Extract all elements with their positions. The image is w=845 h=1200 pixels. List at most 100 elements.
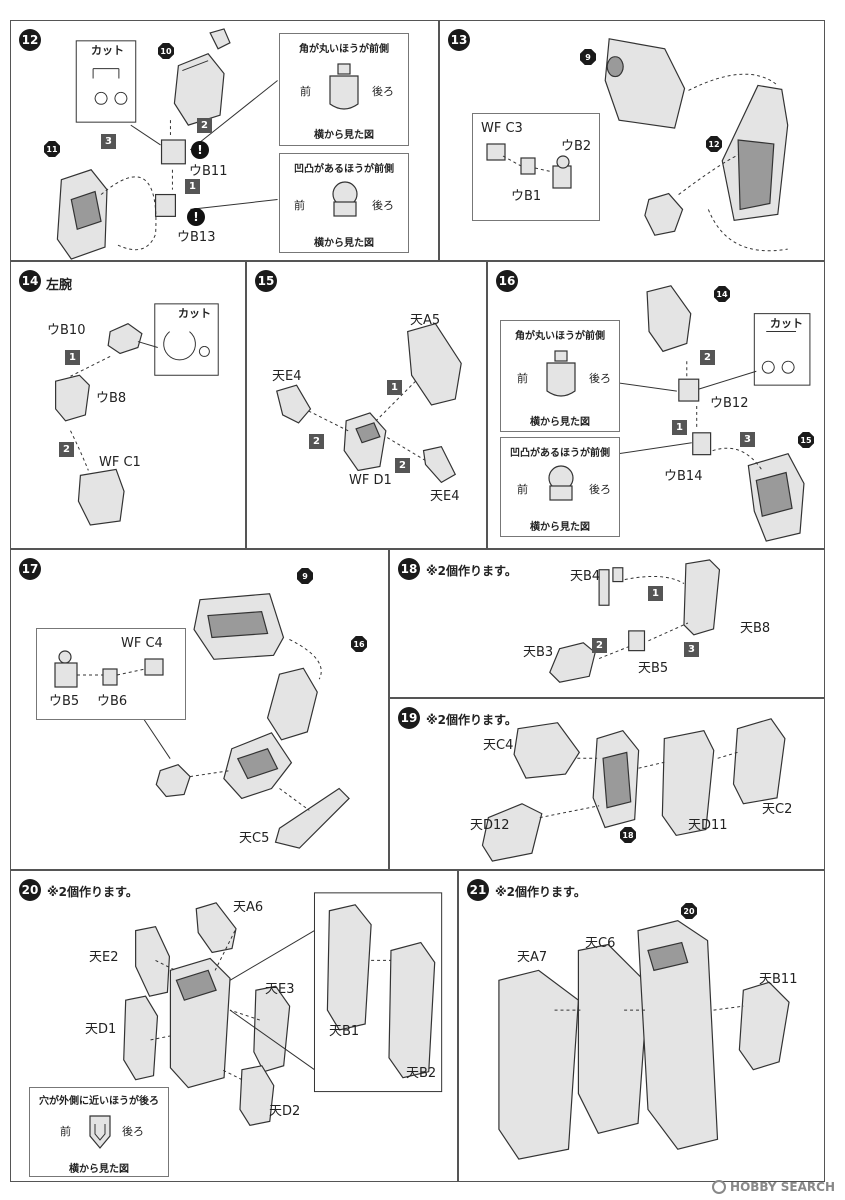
- part-label-ub14: ウB14: [664, 469, 703, 484]
- part-label-d2: 天D2: [269, 1104, 301, 1119]
- hobby-search-logo-icon: [712, 1180, 727, 1194]
- part-label-c5: 天C5: [239, 831, 270, 846]
- part-label-b11: 天B11: [759, 972, 798, 987]
- box-caption: 横から見た図: [69, 1164, 129, 1175]
- box-title: 凹凸があるほうが前側: [510, 448, 610, 459]
- part-label-wfd1: WF D1: [349, 473, 392, 488]
- part-label-d1: 天D1: [85, 1022, 117, 1037]
- part-label-e3: 天E3: [265, 982, 295, 997]
- part-ref-14: 14: [714, 286, 730, 302]
- side-view-icon: [332, 181, 358, 217]
- step-number: 12: [19, 29, 41, 51]
- front-label: 前: [300, 85, 311, 98]
- part-label-ub6: ウB6: [97, 694, 128, 709]
- sequence-3: 3: [684, 642, 699, 657]
- step-12-illustration: [56, 28, 278, 260]
- front-label: 前: [517, 483, 528, 496]
- sequence-2: 2: [700, 350, 715, 365]
- step-21-panel: 21 ※2個作ります。 20 天A7 天C6 天B11: [458, 870, 825, 1182]
- side-view-icon: [89, 1115, 111, 1149]
- orientation-box-bumps: 凹凸があるほうが前側 前 後ろ 横から見た図: [500, 437, 620, 537]
- part-ref-15: 15: [798, 432, 814, 448]
- joint-detail-box: WF C4 ウB5 ウB6: [36, 628, 186, 720]
- step-13-panel: 13 9 12 WF C3 ウB2 ウB1: [439, 20, 825, 261]
- quantity-note: ※2個作ります。: [426, 564, 517, 578]
- back-label: 後ろ: [372, 199, 394, 212]
- sequence-2: 2: [592, 638, 607, 653]
- box-caption: 横から見た図: [314, 238, 374, 249]
- part-label-a6: 天A6: [233, 900, 264, 915]
- step-number: 13: [448, 29, 470, 51]
- box-caption: 横から見た図: [530, 522, 590, 533]
- part-label-wfc4: WF C4: [121, 636, 163, 651]
- back-label: 後ろ: [589, 483, 611, 496]
- sequence-2: 2: [395, 458, 410, 473]
- part-label-wfc1: WF C1: [99, 455, 141, 470]
- part-label-b3: 天B3: [523, 645, 554, 660]
- part-label-ub12: ウB12: [710, 396, 749, 411]
- step-17-illustration: [139, 593, 350, 849]
- back-label: 後ろ: [372, 85, 394, 98]
- sequence-1: 1: [672, 420, 687, 435]
- sequence-2: 2: [197, 118, 212, 133]
- front-label: 前: [60, 1125, 71, 1138]
- front-label: 前: [517, 372, 528, 385]
- part-label-e4: 天E4: [272, 369, 302, 384]
- part-label-ub8: ウB8: [96, 391, 127, 406]
- step-19-illustration: [481, 718, 786, 862]
- part-ref-10: 10: [158, 43, 174, 59]
- part-label-a5: 天A5: [410, 313, 441, 328]
- part-label-wfc3: WF C3: [481, 121, 523, 136]
- part-label-ub13: ウB13: [177, 230, 216, 245]
- part-label-ub5: ウB5: [49, 694, 80, 709]
- warning-icon: !: [187, 208, 205, 226]
- step-number: 16: [496, 270, 518, 292]
- step-number: 15: [255, 270, 277, 292]
- part-label-b5: 天B5: [638, 661, 669, 676]
- step-18-illustration: [549, 559, 721, 683]
- part-ref-18: 18: [620, 827, 636, 843]
- part-label-a7: 天A7: [517, 950, 548, 965]
- step-number: 14: [19, 270, 41, 292]
- part-label-b2: 天B2: [406, 1066, 437, 1081]
- sequence-1: 1: [648, 586, 663, 601]
- part-label-c4: 天C4: [483, 738, 514, 753]
- orientation-box-hole: 穴が外側に近いほうが後ろ 前 後ろ 横から見た図: [29, 1087, 169, 1177]
- orientation-box-bumps: 凹凸があるほうが前側 前 後ろ 横から見た図: [279, 153, 409, 253]
- watermark-text: HOBBY SEARCH: [730, 1180, 835, 1194]
- box-title: 穴が外側に近いほうが後ろ: [39, 1096, 159, 1107]
- front-label: 前: [294, 199, 305, 212]
- step-19-panel: 19 ※2個作ります。 天C4 天D12 18 天D11 天C2: [389, 698, 825, 870]
- part-label-ub1: ウB1: [511, 189, 542, 204]
- sequence-3: 3: [740, 432, 755, 447]
- sequence-1: 1: [387, 380, 402, 395]
- step-18-panel: 18 ※2個作ります。 天B4 天B8 天B3 天B5 1 2 3: [389, 549, 825, 698]
- cut-label: カット: [178, 307, 211, 320]
- step-number: 20: [19, 879, 41, 901]
- step-20-illustration: [123, 892, 443, 1127]
- sequence-2: 2: [59, 442, 74, 457]
- part-label-ub10: ウB10: [47, 323, 86, 338]
- step-12-panel: 12 カット 10 11 2 1 3 ! ! ウB11 ウB13 角が丸いほうが…: [10, 20, 439, 261]
- joint-parts-icon: [54, 650, 164, 688]
- part-label-d12: 天D12: [470, 818, 510, 833]
- watermark: HOBBY SEARCH: [712, 1180, 835, 1194]
- sequence-1: 1: [65, 350, 80, 365]
- step-number: 19: [398, 707, 420, 729]
- joint-parts-icon: [486, 143, 572, 189]
- orientation-box-rounded: 角が丸いほうが前側 前 後ろ 横から見た図: [500, 320, 620, 432]
- box-title: 凹凸があるほうが前側: [294, 164, 394, 175]
- part-ref-9: 9: [297, 568, 313, 584]
- step-14-panel: 14 左腕 カット ウB10 ウB8 WF C1 1 2: [10, 261, 246, 549]
- step-13-illustration: [604, 38, 789, 252]
- quantity-note: ※2個作ります。: [47, 885, 138, 899]
- part-ref-9: 9: [580, 49, 596, 65]
- step-15-panel: 15 天A5 天E4 WF D1 天E4 1 2 2: [246, 261, 487, 549]
- part-ref-16: 16: [351, 636, 367, 652]
- back-label: 後ろ: [589, 372, 611, 385]
- part-label-ub11: ウB11: [189, 164, 228, 179]
- step-14-illustration: [55, 303, 219, 526]
- sequence-2: 2: [309, 434, 324, 449]
- quantity-note: ※2個作ります。: [426, 713, 517, 727]
- step-number: 21: [467, 879, 489, 901]
